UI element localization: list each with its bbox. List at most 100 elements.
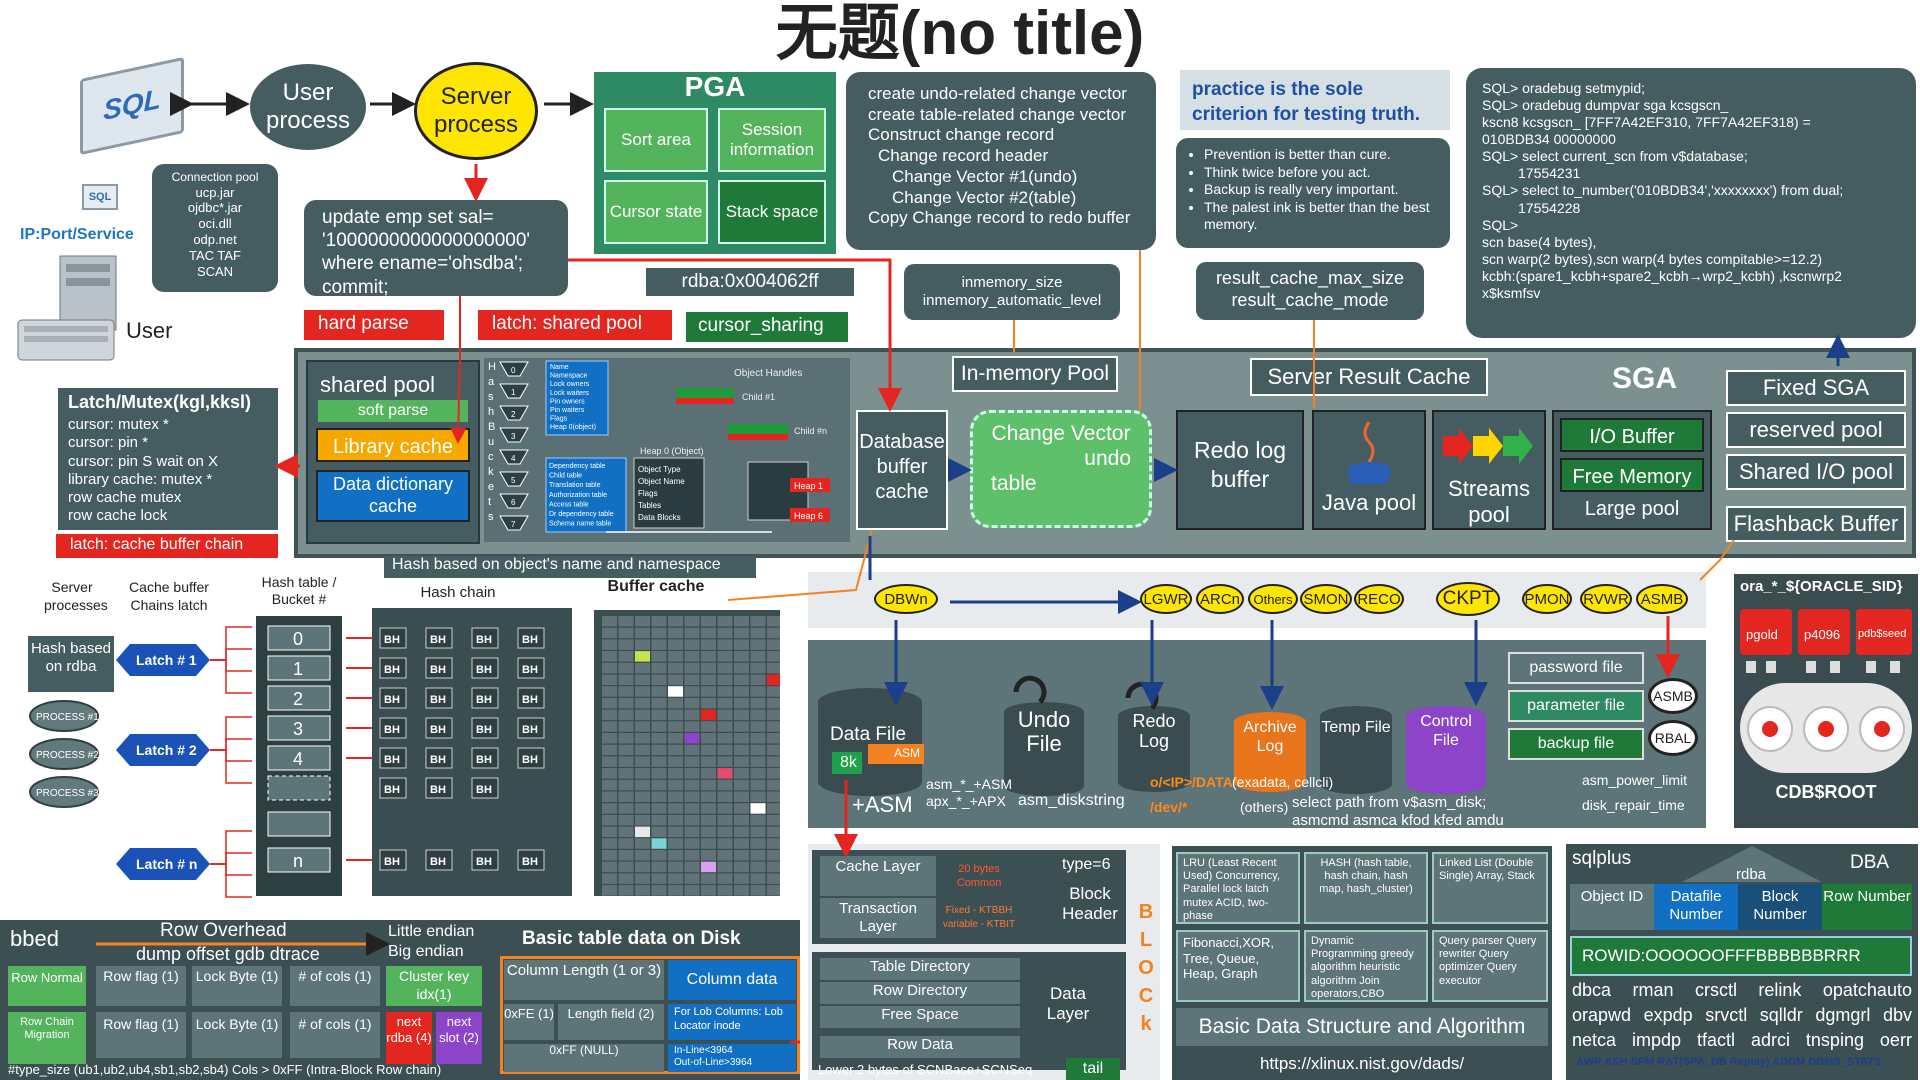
buffer-block [734,850,749,861]
hash-table-label: Hash table / Bucket # [261,574,337,607]
buffer-block [651,826,667,838]
buffer-block [684,873,700,884]
buffer-block [602,744,617,756]
block-letter: L [1139,929,1153,951]
reserved-pool-box: reserved pool [1726,412,1906,448]
java-pool-box: Java pool [1312,410,1426,530]
next-slot-cell: next slot (2) [436,1012,482,1064]
buffer-block [750,873,766,884]
buffer-block [767,721,780,732]
buffer-block [618,627,634,639]
update-sql-box: update emp set sal= '1000000000000000000… [304,200,568,296]
buffer-block [602,697,617,709]
select-path: select path from v$asm_disk; asmcmd asmc… [1292,794,1504,830]
buffer-block [701,768,716,779]
block-header-label: Block Header [1062,884,1118,924]
bh-label: BH [522,754,538,766]
col-length-cell: Column Length (1 or 3) [504,960,664,1000]
buffer-block [668,756,683,767]
fixed-cell: Fixed - KTBBH variable - KTBIT [938,898,1020,938]
block-letter: k [1140,1013,1152,1035]
bucket-cell [267,745,331,771]
user-process-label: User process [265,79,351,134]
bucket-cell [267,685,331,711]
buffer-block [717,674,733,685]
block-letter: C [1138,985,1154,1007]
buffer-block [618,651,634,662]
buffer-block [635,779,650,791]
lob-cell: For Lob Columns: Lob Locator inode [668,1004,796,1040]
pg-gold: pgold [1746,627,1778,642]
latch-connector [210,749,252,762]
buffer-block [651,768,667,779]
handle-field: Heap 0(object) [550,424,596,431]
buffer-block [618,674,634,685]
pga-session-info: Session information [718,108,826,172]
buffer-block [602,639,617,650]
buffer-block [651,756,667,767]
buffer-block [651,873,667,884]
buffer-block [684,721,700,732]
hdr-datafile: Datafile Number [1654,884,1738,930]
buffer-header [425,657,453,679]
buffer-block [734,838,749,849]
buffer-block [734,662,749,674]
latch-hexagon [116,734,210,766]
row-normal-cell: Row Normal [8,966,86,1006]
heap0-label: Heap 0 (Object) [640,446,704,456]
latch-connector [210,863,252,876]
buffer-block [701,651,716,662]
buffer-block [635,885,650,896]
bh-label: BH [430,634,446,646]
buffer-block [701,861,716,873]
buffer-block [750,861,766,873]
bh-label: BH [476,754,492,766]
hash-rdba-box: Hash based on rdba [28,636,114,692]
buffer-block [767,826,780,838]
plus-asm-label: +ASM [852,792,913,817]
buffer-block [618,791,634,802]
buffer-block [668,651,683,662]
buffer-block [668,686,683,697]
buffer-block [602,779,617,791]
buffer-block [717,756,733,767]
buffer-block [618,838,634,849]
buffer-block [651,850,667,861]
handle-field: Name [550,364,569,371]
hash-bucket-shape [499,493,529,509]
buffer-block [734,616,749,627]
buffer-header [379,777,407,799]
buffer-block [767,768,780,779]
buffer-block [734,768,749,779]
buffer-block [618,779,634,791]
buffer-block [602,850,617,861]
buffer-block [734,756,749,767]
buffer-block [701,850,716,861]
tool-name: impdp [1632,1030,1682,1050]
buffer-block [717,733,733,744]
oxfe-cell: 0xFE (1) [504,1004,554,1040]
bucket-number: 1 [293,659,303,679]
buffer-header [471,777,499,799]
buffer-header [471,657,499,679]
buffer-block [618,803,634,814]
child-1-label: Child #1 [742,392,775,402]
algo-cell: Linked List (Double Single) Array, Stack [1432,852,1548,924]
parameter-file-box: parameter file [1508,690,1644,722]
bytes20-cell: 20 bytes Common [938,856,1020,896]
bh-label: BH [430,724,446,736]
buffer-block [602,627,617,639]
handle-field: Flags [550,416,568,423]
bh-label: BH [522,724,538,736]
object-type-field: Tables [638,501,661,510]
hash-bucket-number: 6 [511,498,516,507]
buffer-block [750,733,766,744]
asm-paths: o/<IP>/DATA* /dev/* [1150,774,1239,816]
process-ellipse [29,776,99,808]
buffer-header [425,687,453,709]
sga-title: SGA [1612,362,1678,395]
buffer-block [684,885,700,896]
buffer-block [684,861,700,873]
